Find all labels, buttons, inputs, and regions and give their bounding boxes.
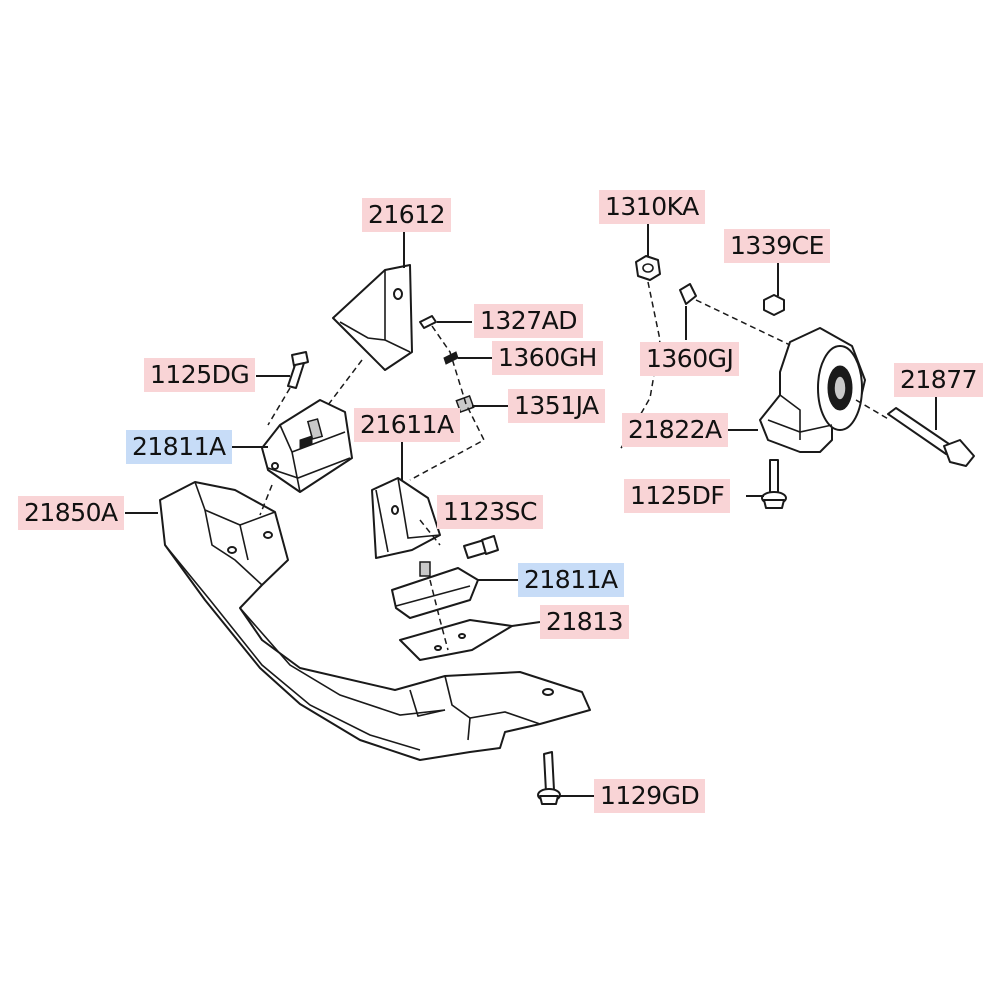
bolt-1125df [761,459,787,509]
part-label-21822a[interactable]: 21822A [622,413,728,447]
part-label-1351ja[interactable]: 1351JA [508,389,605,423]
part-label-21811a-top[interactable]: 21811A [126,430,232,464]
mount-21811a-top [261,399,353,493]
washer-1360gj [679,283,697,305]
part-label-1327ad[interactable]: 1327AD [474,304,583,338]
bolt-1129gd [537,751,561,805]
part-label-21850a[interactable]: 21850A [18,496,124,530]
part-label-21811a-bottom[interactable]: 21811A [518,563,624,597]
bolt-1123sc [463,535,499,559]
part-label-21813[interactable]: 21813 [540,605,630,639]
part-label-1339ce[interactable]: 1339CE [724,229,830,263]
part-label-1123sc[interactable]: 1123SC [437,495,543,529]
mount-21811a-bottom [391,561,479,619]
crossmember-21850a [159,481,591,761]
part-label-1310ka[interactable]: 1310KA [599,190,705,224]
plate-21813 [399,619,513,661]
mount-21822a [759,327,866,453]
assembly-lines [259,281,891,651]
bracket-21612 [332,264,413,371]
part-label-21612[interactable]: 21612 [362,198,452,232]
small-hardware-column [419,315,475,413]
nut-1339ce [763,294,785,316]
part-label-21611a[interactable]: 21611A [354,408,460,442]
part-label-1360gj[interactable]: 1360GJ [640,342,740,376]
part-label-1129gd[interactable]: 1129GD [594,779,706,813]
nut-1310ka [635,255,661,281]
leader-lines [125,222,937,797]
bracket-21611a [371,477,441,559]
part-label-1125df[interactable]: 1125DF [624,479,731,513]
part-label-1360gh[interactable]: 1360GH [492,341,603,375]
bolt-1125dg [287,351,309,389]
bolt-21877 [887,407,975,467]
part-label-1125dg[interactable]: 1125DG [144,358,256,392]
part-label-21877[interactable]: 21877 [894,363,984,397]
